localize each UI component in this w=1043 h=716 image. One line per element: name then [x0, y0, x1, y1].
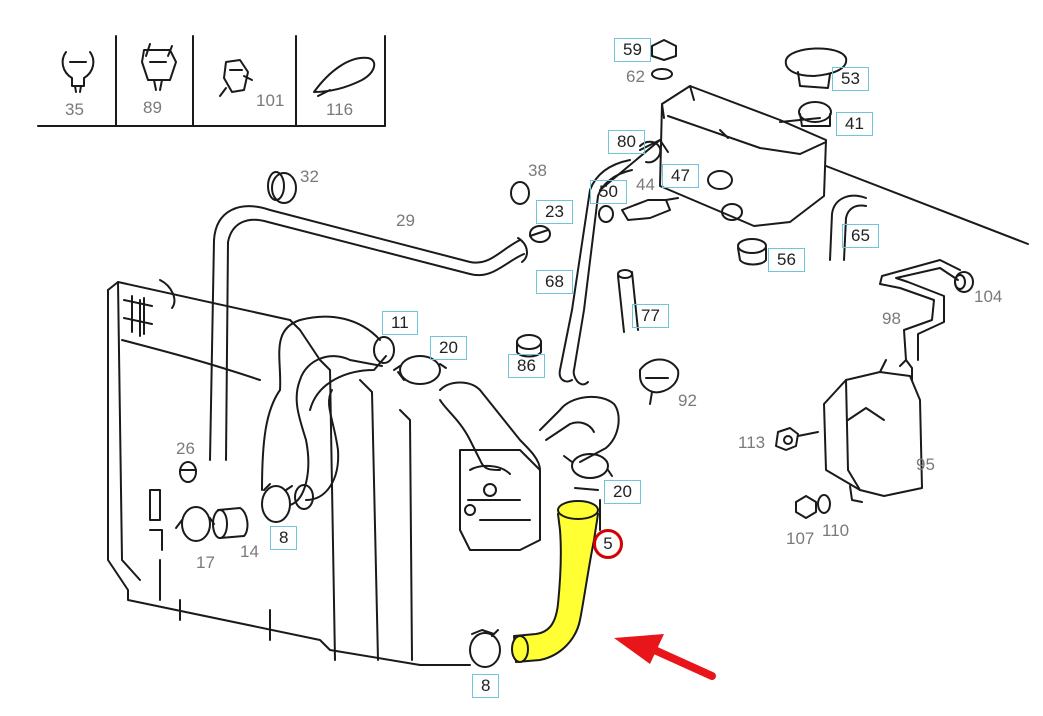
part-label-62: 62	[626, 67, 645, 86]
part-label-32: 32	[300, 167, 319, 186]
part-label-50: 50	[590, 180, 627, 204]
inset-label-89: 89	[143, 98, 162, 117]
part-callout-5: 5	[593, 529, 623, 559]
part-label-26: 26	[176, 439, 195, 458]
part-label-29: 29	[396, 211, 415, 230]
radiator-outline	[107, 279, 421, 666]
part-label-11: 11	[382, 311, 418, 335]
part-label-104: 104	[974, 287, 1003, 306]
part-label-44: 44	[636, 175, 655, 194]
part-label-80: 80	[608, 130, 645, 154]
inset-label-101: 101	[256, 91, 285, 110]
part-label-17: 17	[196, 553, 215, 572]
highlighted-hose-5	[511, 500, 599, 663]
part-label-53: 53	[832, 67, 869, 91]
pointer-arrow	[614, 634, 716, 680]
part-label-113: 113	[738, 433, 766, 452]
part-label-38: 38	[528, 161, 547, 180]
part-label-95: 95	[916, 455, 935, 474]
part-label-98: 98	[882, 309, 901, 328]
part-label-59: 59	[614, 38, 651, 62]
part-label-77: 77	[632, 304, 669, 328]
part-label-56: 56	[768, 248, 805, 272]
part-label-20-lower: 20	[604, 480, 641, 504]
part-label-8-upper: 8	[270, 526, 298, 550]
washer-tank	[823, 359, 923, 503]
part-label-68: 68	[536, 270, 573, 294]
part-label-8-lower: 8	[472, 674, 500, 698]
inset-label-116: 116	[326, 100, 354, 119]
part-label-47: 47	[662, 164, 699, 188]
inset-label-35: 35	[65, 100, 84, 119]
part-label-20-upper: 20	[430, 336, 467, 360]
inset-table	[37, 35, 386, 127]
part-label-65: 65	[842, 224, 879, 248]
part-label-23: 23	[536, 200, 573, 224]
expansion-tank	[639, 85, 827, 227]
part-label-92: 92	[678, 391, 697, 410]
part-label-107: 107	[786, 529, 815, 548]
part-label-41: 41	[836, 112, 873, 136]
part-label-14: 14	[240, 542, 259, 561]
part-label-86: 86	[508, 354, 545, 378]
part-label-110: 110	[822, 521, 850, 540]
